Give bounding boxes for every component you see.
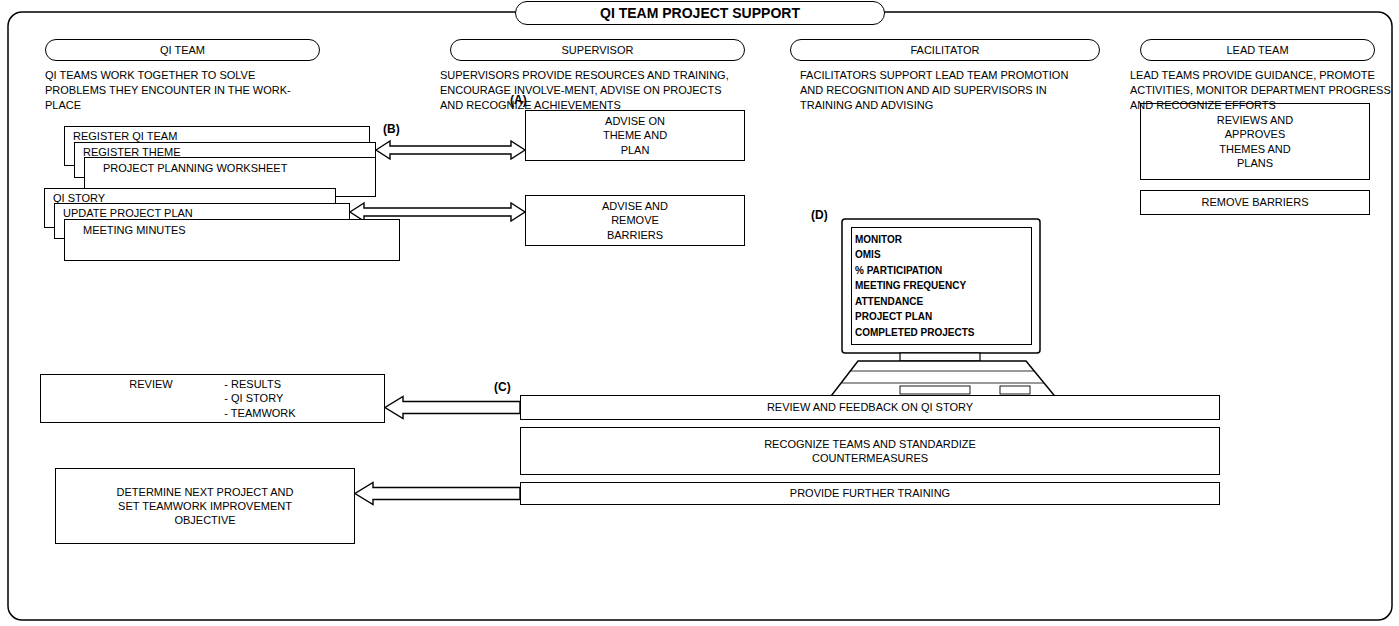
node-text: - RESULTS — [224, 377, 295, 391]
node-text: - TEAMWORK — [224, 406, 295, 420]
node-text: REVIEW — [129, 377, 224, 391]
node-text: FACILITATOR — [910, 43, 979, 57]
role-description: FACILITATORS SUPPORT LEAD TEAM PROMOTION… — [800, 68, 1092, 113]
process-box: MEETING MINUTES — [64, 219, 400, 261]
callout-letter: (D) — [811, 207, 841, 223]
node-text: REMOVE BARRIERS — [1202, 195, 1309, 209]
process-box: REVIEWS AND APPROVES THEMES AND PLANS — [1140, 103, 1370, 180]
node-text: PROJECT PLANNING WORKSHEET — [103, 161, 287, 175]
node-text: MEETING MINUTES — [83, 223, 186, 237]
callout-letter: (A) — [510, 92, 540, 108]
node-text: LEAD TEAM — [1226, 43, 1288, 57]
process-box: DETERMINE NEXT PROJECT AND SET TEAMWORK … — [55, 468, 355, 544]
node-text: - QI STORY — [224, 391, 295, 405]
role-header-pill: LEAD TEAM — [1140, 39, 1375, 61]
node-text: ATTENDANCE — [855, 294, 923, 310]
role-header-pill: SUPERVISOR — [450, 39, 745, 61]
node-text: SUPERVISOR — [562, 43, 634, 57]
block-arrow — [385, 397, 520, 419]
role-header-pill: FACILITATOR — [790, 39, 1100, 61]
role-description: SUPERVISORS PROVIDE RESOURCES AND TRAINI… — [440, 68, 740, 113]
double-block-arrow — [376, 141, 525, 159]
node-text: DETERMINE NEXT PROJECT AND SET TEAMWORK … — [110, 485, 300, 528]
node-text: MONITOR — [855, 232, 902, 248]
node-text: % PARTICIPATION — [855, 263, 942, 279]
node-text: REVIEW AND FEEDBACK ON QI STORY — [767, 400, 973, 414]
process-box: PROVIDE FURTHER TRAINING — [520, 482, 1220, 505]
node-text: PROJECT PLAN — [855, 309, 932, 325]
node-text: OMIS — [855, 247, 881, 263]
computer-symbol — [828, 219, 1058, 400]
block-arrow — [355, 483, 520, 505]
node-text: QI TEAM — [160, 43, 205, 57]
role-description: QI TEAMS WORK TOGETHER TO SOLVE PROBLEMS… — [45, 68, 295, 113]
process-box: REVIEW- RESULTS- QI STORY- TEAMWORK — [40, 374, 385, 423]
outer-frame — [8, 12, 1392, 620]
node-text: ADVISE ON THEME AND PLAN — [595, 114, 675, 157]
monitor-screen: MONITOROMIS% PARTICIPATIONMEETING FREQUE… — [851, 227, 1032, 345]
node-text: REVIEWS AND APPROVES THEMES AND PLANS — [1208, 113, 1303, 170]
node-text: PROVIDE FURTHER TRAINING — [790, 486, 950, 500]
process-box: REVIEW AND FEEDBACK ON QI STORY — [520, 395, 1220, 420]
role-header-pill: QI TEAM — [45, 39, 320, 61]
callout-letter: (C) — [494, 379, 524, 395]
node-text: RECOGNIZE TEAMS AND STANDARDIZE COUNTERM… — [705, 437, 1035, 466]
process-box: REMOVE BARRIERS — [1140, 190, 1370, 215]
node-text: ADVISE AND REMOVE BARRIERS — [590, 199, 680, 242]
process-box: RECOGNIZE TEAMS AND STANDARDIZE COUNTERM… — [520, 427, 1220, 475]
title-pill: QI TEAM PROJECT SUPPORT — [515, 1, 885, 25]
diagram-title: QI TEAM PROJECT SUPPORT — [600, 4, 800, 22]
process-box: ADVISE AND REMOVE BARRIERS — [525, 195, 745, 246]
process-box: ADVISE ON THEME AND PLAN — [525, 110, 745, 161]
role-description: LEAD TEAMS PROVIDE GUIDANCE, PROMOTE ACT… — [1130, 68, 1392, 113]
node-text: COMPLETED PROJECTS — [855, 325, 974, 341]
node-text: MEETING FREQUENCY — [855, 278, 966, 294]
callout-letter: (B) — [383, 121, 413, 137]
